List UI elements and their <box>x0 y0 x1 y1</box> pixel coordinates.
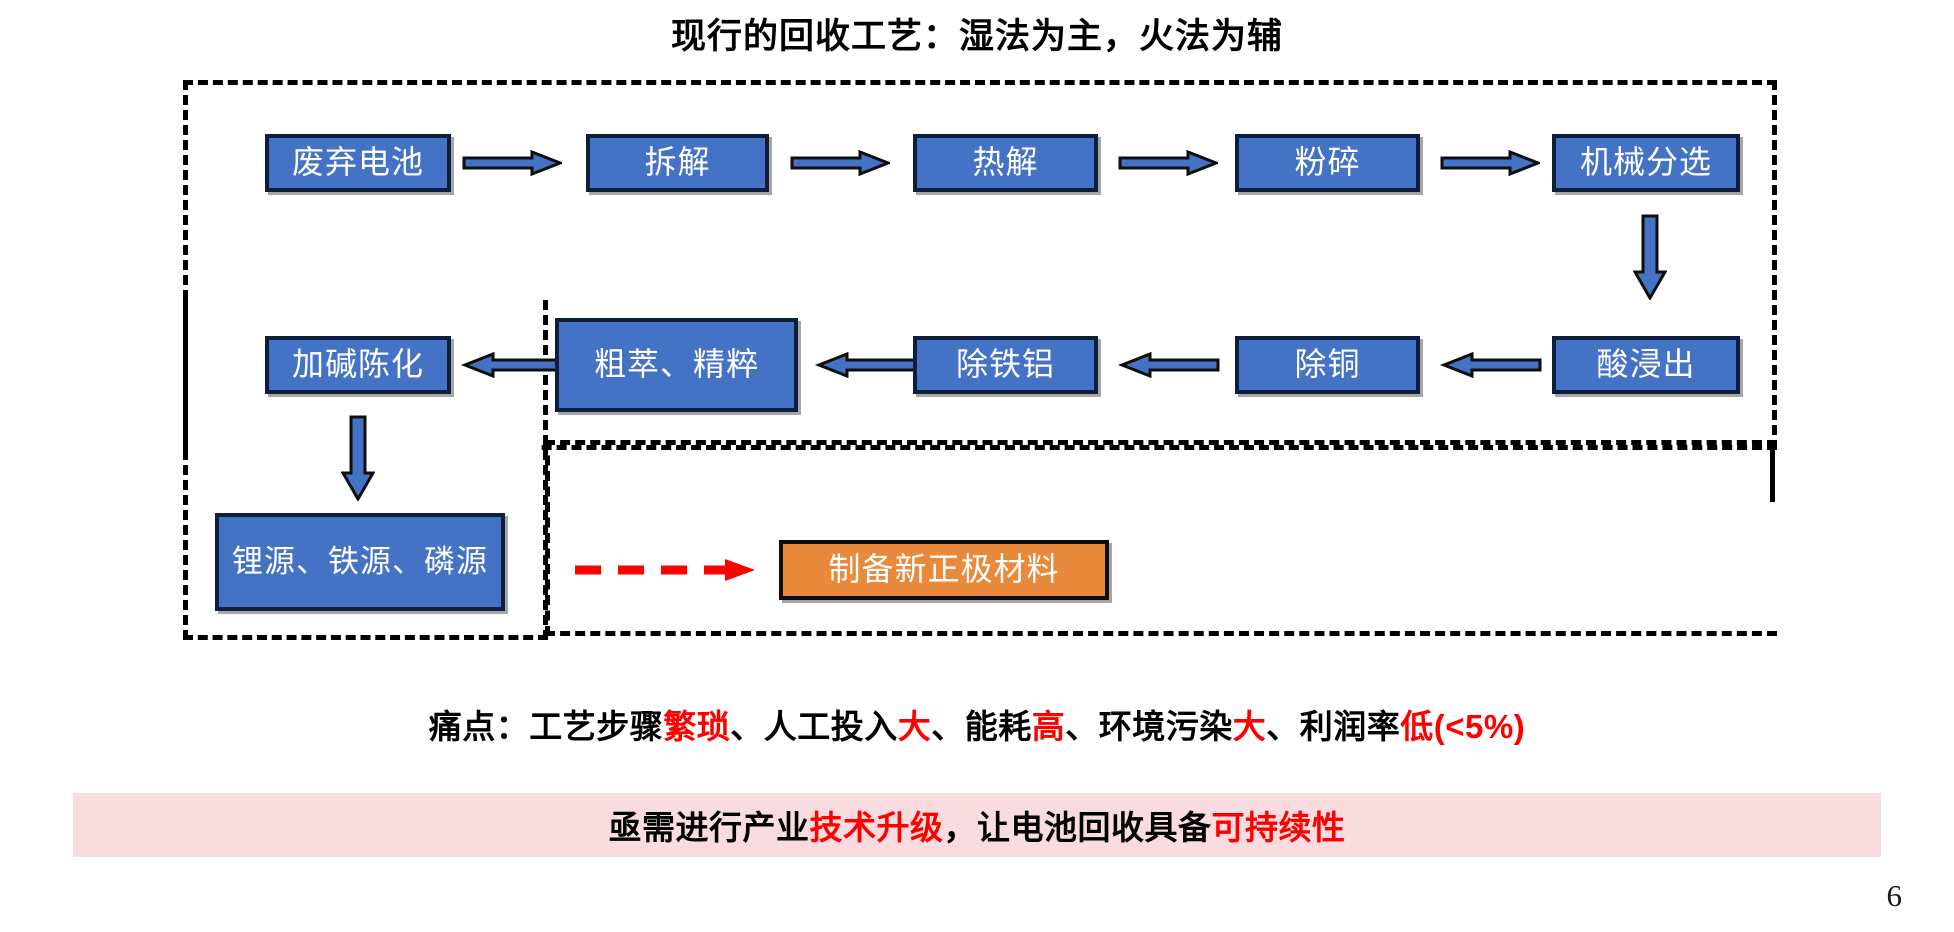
process-box-dismantle[interactable]: 拆解 <box>586 134 769 192</box>
arrow-down-2 <box>341 415 375 501</box>
arrow-left-4 <box>1437 352 1542 378</box>
red-dashed-arrow <box>573 556 763 584</box>
highlight-text: 高 <box>1031 708 1066 745</box>
highlight-text: 可持续性 <box>1211 809 1346 846</box>
process-box-remove-cu[interactable]: 除铜 <box>1235 336 1420 394</box>
reuse-frame-right-cap <box>1770 440 1775 502</box>
highlight-text: 技术升级 <box>809 809 944 846</box>
process-box-mechanical-sorting[interactable]: 机械分选 <box>1552 134 1740 192</box>
call-to-action-banner: 亟需进行产业技术升级，让电池回收具备可持续性 <box>73 793 1881 857</box>
process-box-remove-fe-al[interactable]: 除铁铝 <box>913 336 1098 394</box>
process-boundary-frame <box>183 80 1777 450</box>
plain-text: 、人工投入 <box>730 708 898 745</box>
arrow-right-2 <box>790 150 890 176</box>
plain-text: 、能耗 <box>931 708 1032 745</box>
process-box-resources[interactable]: 锂源、铁源、磷源 <box>215 513 505 611</box>
reuse-boundary-frame <box>545 440 1777 636</box>
arrow-down-1 <box>1633 214 1667 300</box>
painpoint-line: 痛点：工艺步骤繁琐、人工投入大、能耗高、环境污染大、利润率低(<5%) <box>0 700 1954 748</box>
process-box-alkali-aging[interactable]: 加碱陈化 <box>265 336 451 394</box>
plain-text: 亟需进行产业 <box>608 809 810 846</box>
painpoint-prefix: 痛点：工艺步骤 <box>428 708 664 745</box>
plain-text: 、利润率 <box>1266 708 1401 745</box>
arrow-left-1 <box>458 352 563 378</box>
highlight-text: 繁琐 <box>663 708 731 745</box>
arrow-right-4 <box>1440 150 1540 176</box>
arrow-right-1 <box>462 150 562 176</box>
page-title: 现行的回收工艺：湿法为主，火法为辅 <box>670 17 1283 56</box>
arrow-left-2 <box>812 352 917 378</box>
highlight-text: 低(<5%) <box>1400 708 1526 745</box>
plain-text: 、环境污染 <box>1065 708 1233 745</box>
plain-text: ，让电池回收具备 <box>943 809 1212 846</box>
arrow-right-3 <box>1118 150 1218 176</box>
page-number: 6 <box>1886 878 1903 913</box>
process-box-acid-leaching[interactable]: 酸浸出 <box>1552 336 1740 394</box>
arrow-left-3 <box>1115 352 1220 378</box>
highlight-text: 大 <box>897 708 932 745</box>
painpoint-segments: 繁琐、人工投入大、能耗高、环境污染大、利润率低(<5%) <box>663 708 1525 745</box>
call-to-action-text: 亟需进行产业技术升级，让电池回收具备可持续性 <box>609 801 1346 849</box>
process-box-pyrolysis[interactable]: 热解 <box>913 134 1098 192</box>
process-box-extraction-refining[interactable]: 粗萃、精粹 <box>555 318 798 412</box>
process-box-waste-battery[interactable]: 废弃电池 <box>265 134 451 192</box>
process-box-new-cathode-material[interactable]: 制备新正极材料 <box>779 540 1109 600</box>
process-box-crush[interactable]: 粉碎 <box>1235 134 1420 192</box>
highlight-text: 大 <box>1232 708 1267 745</box>
frame-join-mask-left <box>188 296 543 312</box>
